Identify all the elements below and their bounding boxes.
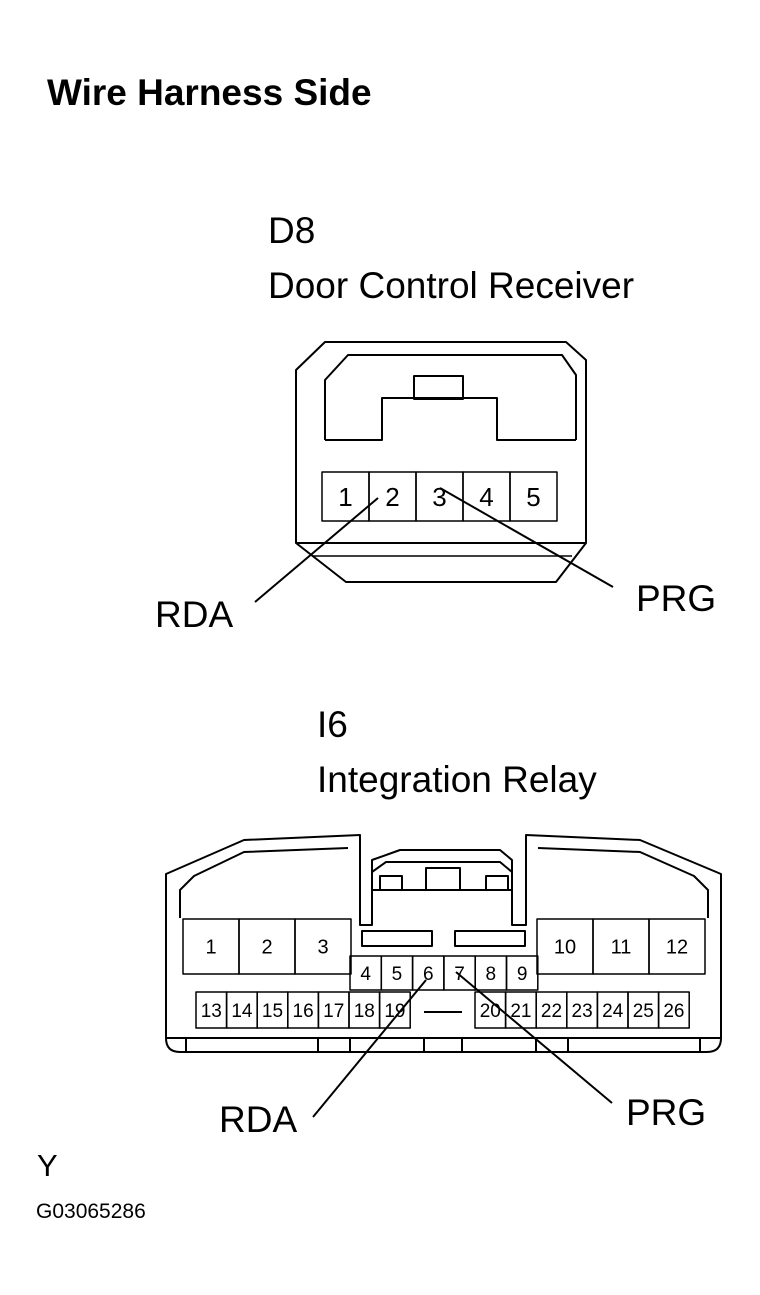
i6-pin-22: 22 bbox=[535, 991, 568, 1029]
connector-d8-code: D8 bbox=[268, 210, 316, 251]
svg-text:26: 26 bbox=[663, 1001, 684, 1022]
svg-text:2: 2 bbox=[385, 482, 399, 512]
svg-text:5: 5 bbox=[392, 964, 403, 985]
svg-text:25: 25 bbox=[633, 1001, 654, 1022]
svg-text:13: 13 bbox=[201, 1001, 222, 1022]
svg-text:20: 20 bbox=[480, 1001, 501, 1022]
svg-text:16: 16 bbox=[293, 1001, 314, 1022]
i6-pin-14: 14 bbox=[225, 991, 258, 1029]
svg-text:24: 24 bbox=[602, 1001, 624, 1022]
d8-prg-label: PRG bbox=[636, 578, 717, 619]
svg-text:21: 21 bbox=[510, 1001, 531, 1022]
connector-i6-name: Integration Relay bbox=[317, 759, 597, 800]
svg-text:22: 22 bbox=[541, 1001, 562, 1022]
d8-pin-5: 5 bbox=[509, 471, 558, 522]
svg-text:11: 11 bbox=[611, 937, 632, 959]
svg-text:3: 3 bbox=[317, 937, 328, 959]
d8-rda-leader bbox=[254, 497, 379, 603]
svg-text:1: 1 bbox=[205, 937, 216, 959]
svg-text:15: 15 bbox=[262, 1001, 283, 1022]
i6-pin-3: 3 bbox=[294, 918, 352, 975]
i6-pin-6: 6 bbox=[411, 955, 445, 991]
svg-text:2: 2 bbox=[261, 937, 272, 959]
view-letter: Y bbox=[37, 1148, 58, 1183]
figure-code: G03065286 bbox=[36, 1200, 146, 1223]
i6-pin-8: 8 bbox=[474, 955, 508, 991]
svg-text:5: 5 bbox=[526, 482, 540, 512]
i6-pin-5: 5 bbox=[380, 955, 414, 991]
i6-prg-label: PRG bbox=[626, 1092, 707, 1133]
svg-text:10: 10 bbox=[554, 937, 576, 959]
i6-pin-19: 19 bbox=[378, 991, 411, 1029]
d8-pin-2: 2 bbox=[368, 471, 417, 522]
page-title: Wire Harness Side bbox=[47, 72, 372, 113]
i6-pin-17: 17 bbox=[317, 991, 350, 1029]
i6-pin-24: 24 bbox=[596, 991, 629, 1029]
i6-prg-leader bbox=[455, 971, 613, 1104]
i6-pin-9: 9 bbox=[505, 955, 539, 991]
i6-pin-26: 26 bbox=[657, 991, 690, 1029]
d8-rda-label: RDA bbox=[155, 594, 234, 635]
svg-text:9: 9 bbox=[517, 964, 528, 985]
i6-pin-13: 13 bbox=[195, 991, 228, 1029]
svg-text:19: 19 bbox=[384, 1001, 405, 1022]
i6-rda-leader bbox=[312, 979, 427, 1118]
connector-i6-code: I6 bbox=[317, 704, 348, 745]
i6-pin-12: 12 bbox=[648, 918, 706, 975]
i6-pin-18: 18 bbox=[348, 991, 381, 1029]
svg-text:4: 4 bbox=[479, 482, 493, 512]
d8-prg-leader bbox=[439, 487, 614, 588]
d8-housing bbox=[295, 341, 587, 583]
svg-text:1: 1 bbox=[338, 482, 352, 512]
svg-text:3: 3 bbox=[432, 482, 446, 512]
svg-text:12: 12 bbox=[666, 937, 688, 959]
svg-text:4: 4 bbox=[360, 964, 371, 985]
i6-pin-21: 21 bbox=[504, 991, 537, 1029]
svg-text:6: 6 bbox=[423, 964, 434, 985]
d8-pin-block: 1 2 3 4 5 bbox=[321, 471, 558, 522]
i6-pin-23: 23 bbox=[566, 991, 599, 1029]
svg-text:17: 17 bbox=[323, 1001, 344, 1022]
svg-text:8: 8 bbox=[486, 964, 497, 985]
i6-housing bbox=[165, 834, 722, 1053]
i6-pin-2: 2 bbox=[238, 918, 296, 975]
i6-pin-25: 25 bbox=[627, 991, 660, 1029]
i6-pin-1: 1 bbox=[182, 918, 240, 975]
i6-pin-4: 4 bbox=[349, 955, 383, 991]
svg-text:23: 23 bbox=[572, 1001, 593, 1022]
d8-pin-1: 1 bbox=[321, 471, 370, 522]
i6-pin-10: 10 bbox=[536, 918, 594, 975]
svg-text:18: 18 bbox=[354, 1001, 375, 1022]
i6-pin-11: 11 bbox=[592, 918, 650, 975]
svg-text:14: 14 bbox=[231, 1001, 253, 1022]
i6-rda-label: RDA bbox=[219, 1099, 298, 1140]
connector-d8-name: Door Control Receiver bbox=[268, 265, 635, 306]
i6-pin-16: 16 bbox=[287, 991, 320, 1029]
i6-pin-15: 15 bbox=[256, 991, 289, 1029]
